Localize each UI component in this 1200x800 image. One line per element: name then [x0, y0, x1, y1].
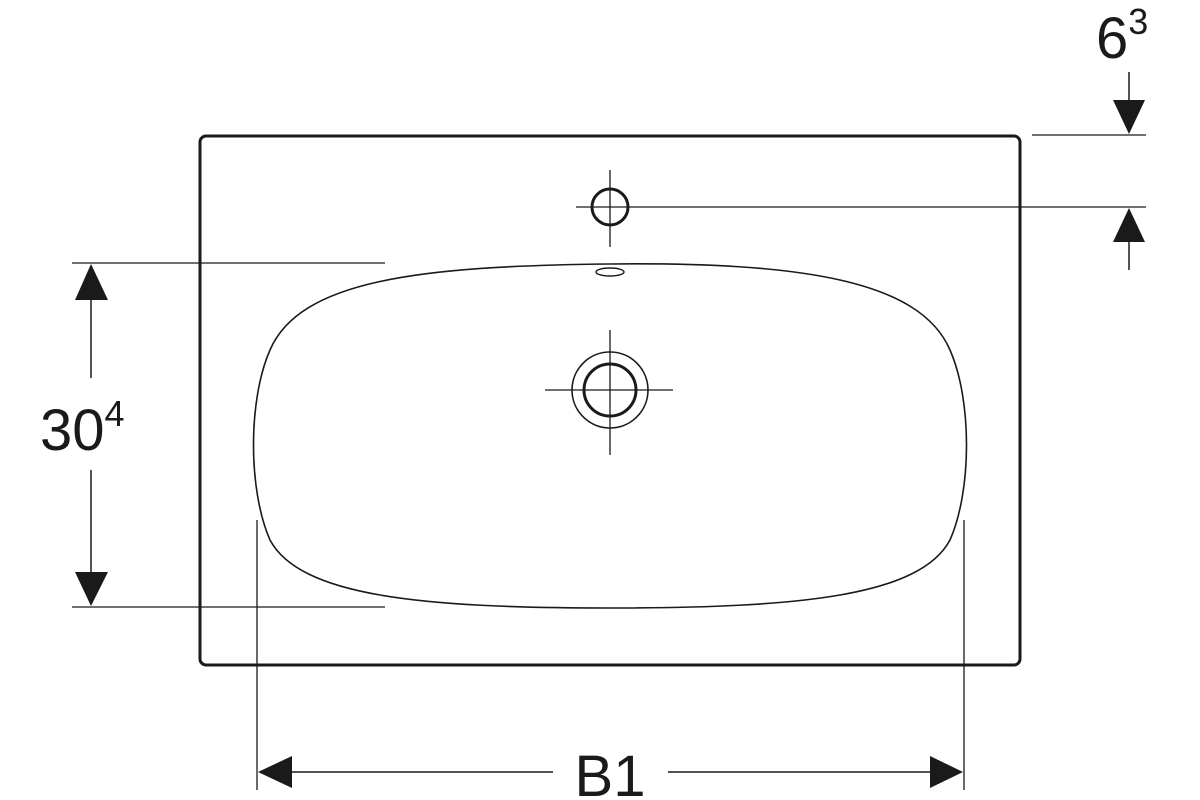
- dimension-label: B1: [575, 744, 646, 800]
- arrow-left-icon: [258, 756, 292, 788]
- arrow-up-icon: [1113, 208, 1145, 242]
- arrow-down-icon: [75, 572, 108, 606]
- bowl-outline: [252, 263, 968, 609]
- basin-outline: [198, 134, 1022, 667]
- dimension-bowl-width: B1: [256, 520, 965, 800]
- dimension-label: 304: [40, 393, 125, 463]
- dimension-label: 63: [1096, 1, 1148, 71]
- arrow-down-icon: [1113, 100, 1145, 134]
- dimension-bowl-depth: 304: [40, 262, 385, 608]
- dimension-tap-hole-offset: 63: [1032, 1, 1148, 270]
- overflow-slot: [595, 267, 625, 277]
- tap-hole: [576, 170, 1146, 247]
- drain: [545, 330, 673, 455]
- arrow-up-icon: [75, 264, 108, 300]
- arrow-right-icon: [930, 756, 963, 788]
